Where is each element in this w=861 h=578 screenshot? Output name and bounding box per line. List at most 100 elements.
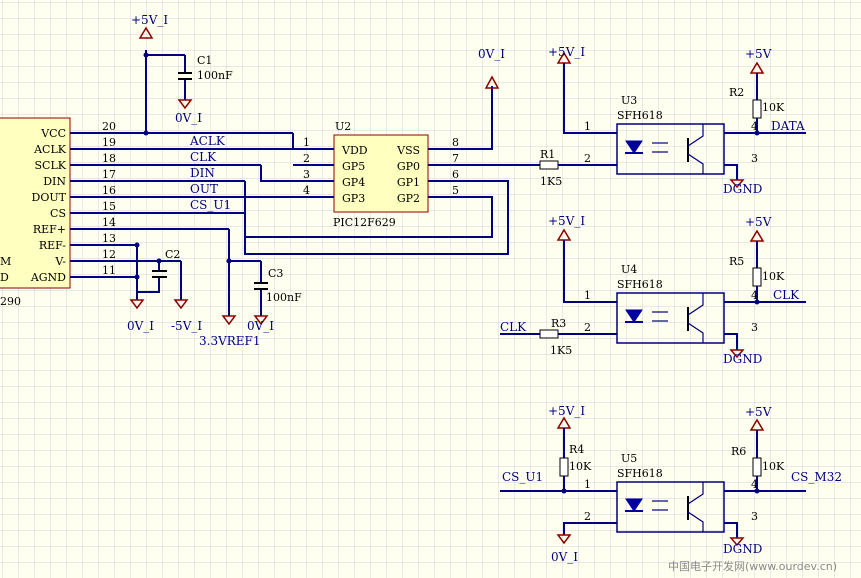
adc-pin-aclk: ACLK <box>33 143 67 156</box>
u4-pin-2: 2 <box>584 321 591 334</box>
u2-num-6: 6 <box>452 168 459 181</box>
net-label-clk: CLK <box>190 150 217 164</box>
u2-pin-gp5: GP5 <box>342 160 365 173</box>
u5-pin-3: 3 <box>751 510 758 523</box>
net-label-cs-m32: CS_M32 <box>791 470 842 484</box>
r4-value: 10K <box>569 460 592 473</box>
u4-5v-i-label: +5V_I <box>548 214 585 228</box>
c2-m5v-label: -5V_I <box>171 319 202 333</box>
adc-num-15: 15 <box>102 200 116 213</box>
u2-pic[interactable]: U2 PIC12F629 VDD GP5 GP4 GP3 VSS GP0 GP1… <box>303 120 459 229</box>
u5-opto[interactable]: U5 SFH618 +5V_I 1 2 4 3 R4 10K R6 10K +5… <box>500 404 842 564</box>
net-label-clk-in: CLK <box>500 320 527 334</box>
u3-ref: U3 <box>621 94 637 107</box>
r6-ref: R6 <box>731 445 746 458</box>
r5-ref: R5 <box>729 255 744 268</box>
u4-opto[interactable]: U4 SFH618 +5V_I 1 2 4 3 R3 1K5 R5 10K +5… <box>500 214 806 366</box>
u2-num-3: 3 <box>303 168 310 181</box>
u2-num-2: 2 <box>303 152 310 165</box>
u2-num-8: 8 <box>452 136 459 149</box>
u5-pin-1: 1 <box>584 478 591 491</box>
adc-pin-cs: CS <box>50 207 66 220</box>
adc-net-labels: ACLK CLK DIN OUT CS_U1 <box>189 134 231 212</box>
net-label-clk-out: CLK <box>773 288 800 302</box>
r5-value: 10K <box>762 270 785 283</box>
adc-partial-name-2: D <box>0 271 9 284</box>
gnd-0v-i-top-label: 0V_I <box>478 47 505 61</box>
net-label-aclk: ACLK <box>189 134 226 148</box>
r2-ref: R2 <box>729 86 744 99</box>
c3-network: C3 100nF 3.3VREF1 0V_I <box>199 258 302 348</box>
r2-value: 10K <box>762 101 785 114</box>
u3-pin-4: 4 <box>751 120 758 133</box>
adc-num-19: 19 <box>102 136 116 149</box>
u5-5v-label: +5V <box>745 405 772 419</box>
adc-num-16: 16 <box>102 184 116 197</box>
u5-gnd-label: 0V_I <box>551 550 578 564</box>
net-label-cs-u1: CS_U1 <box>190 198 231 212</box>
u2-num-4: 4 <box>303 184 310 197</box>
u2-pin-gp0: GP0 <box>397 160 420 173</box>
junctions <box>134 130 760 305</box>
u2-num-7: 7 <box>452 152 459 165</box>
adc-pin-refm: REF- <box>39 239 66 252</box>
u2-pin-gp1: GP1 <box>397 176 420 189</box>
u5-5v-i-label: +5V_I <box>548 404 585 418</box>
u3-5v-i-label: +5V_I <box>548 45 585 59</box>
u4-5v-label: +5V <box>745 215 772 229</box>
u4-part: SFH618 <box>617 278 663 291</box>
adc-pin-refp: REF+ <box>33 223 66 236</box>
u2-ref: U2 <box>335 120 351 133</box>
net-label-out: OUT <box>190 182 218 196</box>
adc-wires <box>70 132 293 316</box>
adc-num-13: 13 <box>102 232 116 245</box>
c2-network: C2 0V_I -5V_I <box>127 245 202 333</box>
u2-pin-gp2: GP2 <box>397 192 420 205</box>
c3-value: 100nF <box>266 291 302 304</box>
adc-partial-name-1: M <box>0 255 11 268</box>
u2-num-5: 5 <box>452 184 459 197</box>
r6-value: 10K <box>762 460 785 473</box>
r3-ref: R3 <box>551 317 566 330</box>
u2-pin-gp3: GP3 <box>342 192 365 205</box>
r4-ref: R4 <box>569 443 584 456</box>
u5-dgnd-label: DGND <box>723 542 762 556</box>
u4-dgnd-label: DGND <box>723 352 762 366</box>
adc-num-17: 17 <box>102 168 116 181</box>
adc-num-14: 14 <box>102 216 116 229</box>
adc-chip[interactable]: VCC ACLK SCLK DIN DOUT CS REF+ REF- V- A… <box>0 117 71 308</box>
adc-partial-ref: 290 <box>0 295 21 308</box>
u5-ref: U5 <box>621 452 637 465</box>
r3-value: 1K5 <box>550 344 572 357</box>
u2-pin-vdd: VDD <box>341 144 368 157</box>
u2-num-1: 1 <box>303 136 310 149</box>
adc-num-12: 12 <box>102 248 116 261</box>
u2-wires <box>244 86 540 255</box>
net-label-din: DIN <box>190 166 215 180</box>
u3-part: SFH618 <box>617 109 663 122</box>
c1-gnd-label: 0V_I <box>175 111 202 125</box>
u2-pin-gp4: GP4 <box>342 176 365 189</box>
c1-value: 100nF <box>197 69 233 82</box>
net-label-cs-u1-in: CS_U1 <box>502 470 543 484</box>
u3-opto[interactable]: U3 SFH618 +5V_I 1 2 4 3 R1 1K5 R2 10K +5… <box>539 45 806 196</box>
u3-pin-3: 3 <box>751 152 758 165</box>
r1-ref: R1 <box>540 148 555 161</box>
u3-5v-label: +5V <box>745 47 772 61</box>
adc-num-11: 11 <box>102 264 116 277</box>
u5-part: SFH618 <box>617 467 663 480</box>
u2-part: PIC12F629 <box>333 216 396 229</box>
u3-dgnd-label: DGND <box>723 182 762 196</box>
gnd-0v-i-top: 0V_I <box>478 47 505 89</box>
c1-ref: C1 <box>197 54 212 67</box>
adc-pin-agnd: AGND <box>30 271 66 284</box>
u4-pin-1: 1 <box>584 289 591 302</box>
u4-pin-3: 3 <box>751 321 758 334</box>
u2-pin-vss: VSS <box>396 144 420 157</box>
adc-num-20: 20 <box>102 120 116 133</box>
adc-pin-dout: DOUT <box>32 191 67 204</box>
c2-gnd-label: 0V_I <box>127 319 154 333</box>
c3-ref: C3 <box>268 267 283 280</box>
watermark: 中国电子开发网(www.ourdev.cn) <box>668 559 837 573</box>
